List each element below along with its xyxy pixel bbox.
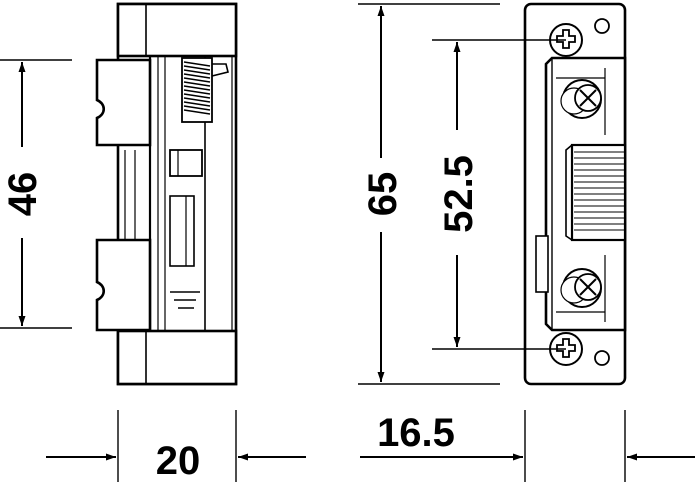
dimension-label-16-5: 16.5 [377,411,455,455]
front-view: 65 52.5 16.5 [358,2,695,482]
dimension-52-5: 52.5 [432,39,566,350]
dimension-label-20: 20 [156,439,201,482]
dimension-46: 46 [0,59,72,329]
plunger [169,195,195,267]
striker-lip [565,143,627,242]
dimension-label-52-5: 52.5 [437,155,481,233]
side-view-top-block [116,2,238,58]
side-view: 46 20 [0,2,306,482]
dimension-65: 65 [358,3,500,385]
screw-top-inner-icon [560,79,602,119]
dimension-16-5: 16.5 [360,410,695,482]
side-view-bottom-block [116,329,238,386]
latch-block [169,149,203,177]
dimension-label-46: 46 [1,172,45,217]
dimension-label-65: 65 [361,172,405,217]
mounting-hole-bottom [594,350,610,366]
dimension-20: 20 [46,410,306,482]
screw-bottom-inner-icon [560,268,602,308]
mounting-hole-top [594,18,610,34]
spring [181,57,229,123]
upper-latch [95,58,152,147]
lower-latch [95,238,152,332]
